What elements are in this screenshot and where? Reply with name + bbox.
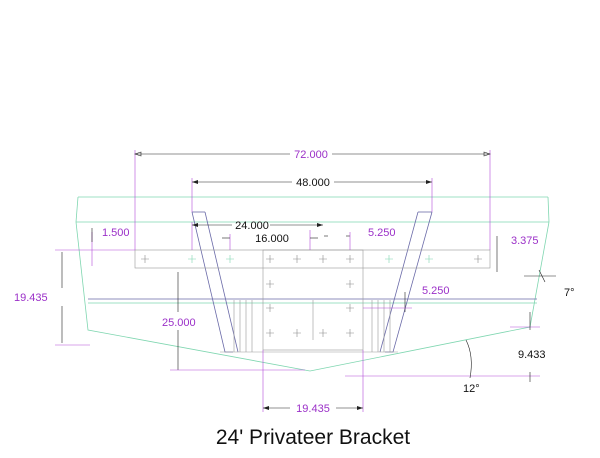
dim-12-deg: 12° (463, 339, 480, 395)
inner-web (191, 211, 433, 353)
dim-16: 16.000 (222, 230, 318, 250)
dim-5-25-mid-label: 5.250 (422, 285, 450, 297)
dim-19-435-bottom-label: 19.435 (296, 403, 330, 415)
bolt-holes-top (141, 255, 482, 263)
dim-9-433: 9.433 (345, 312, 546, 382)
drawing-title: 24' Privateer Bracket (216, 426, 410, 449)
dim-3-375: 3.375 (496, 235, 539, 272)
bolt-holes-grid (266, 280, 354, 340)
dim-72: 72.000 (134, 149, 491, 250)
dim-24-label: 24.000 (235, 220, 269, 232)
dim-3-375-label: 3.375 (511, 235, 539, 247)
dim-19-435-bottom: 19.435 (262, 350, 364, 415)
dim-1-5: 1.500 (91, 227, 130, 266)
dim-25-label: 25.000 (162, 317, 196, 329)
dim-72-label: 72.000 (294, 149, 328, 161)
bolt-plates (134, 249, 491, 351)
dim-5-25-mid: 5.250 (363, 285, 450, 312)
dim-48: 48.000 (191, 177, 433, 212)
dim-19-435-left: 19.435 (14, 249, 135, 346)
dim-7-deg: 7° (524, 269, 575, 299)
bracket-outline (75, 196, 550, 372)
dim-19-435-left-label: 19.435 (14, 292, 48, 304)
dim-5-25-top: 5.250 (324, 227, 396, 250)
dim-1-5-label: 1.500 (102, 227, 130, 239)
dim-9-433-label: 9.433 (518, 349, 546, 361)
dim-25: 25.000 (162, 272, 305, 371)
dim-5-25-top-label: 5.250 (368, 227, 396, 239)
dim-7-deg-label: 7° (564, 287, 575, 299)
dim-24: 24.000 (191, 220, 323, 250)
dim-48-label: 48.000 (296, 177, 330, 189)
dim-12-deg-label: 12° (463, 383, 480, 395)
dim-16-label: 16.000 (255, 233, 289, 245)
